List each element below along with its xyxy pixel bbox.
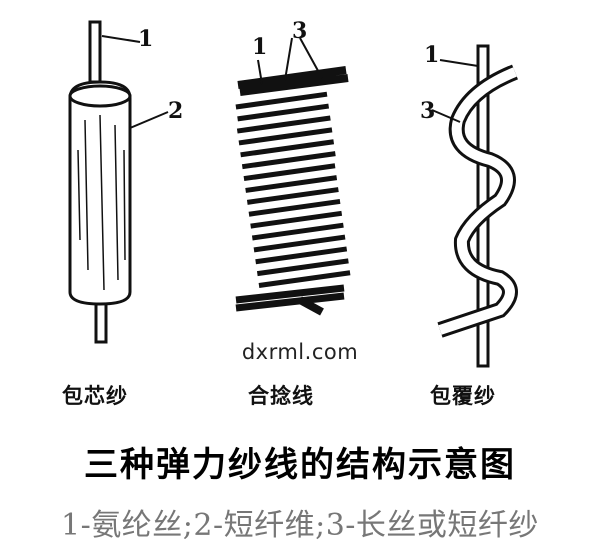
- fig1-label-2: 2: [168, 98, 184, 124]
- fig2-label-1: 1: [252, 34, 268, 60]
- core-spun-yarn-drawing: [68, 20, 169, 344]
- fig3-label-1: 1: [424, 42, 440, 68]
- fig3-label-3: 3: [420, 98, 436, 124]
- figure-title: 三种弹力纱线的结构示意图: [84, 445, 516, 485]
- caption-core-spun: 包芯纱: [62, 383, 128, 408]
- watermark: dxrml.com: [241, 340, 359, 364]
- fig2-label-3: 3: [292, 18, 308, 44]
- caption-plied: 合捻线: [248, 383, 314, 408]
- caption-wrapped: 包覆纱: [430, 383, 496, 408]
- fig1-label-1: 1: [138, 26, 154, 52]
- plied-yarn-drawing: [235, 37, 351, 316]
- wrapped-yarn-drawing: [431, 44, 519, 368]
- yarn-structure-figure: [68, 20, 519, 368]
- figure-legend: 1-氨纶丝;2-短纤维;3-长丝或短纤纱: [61, 508, 539, 543]
